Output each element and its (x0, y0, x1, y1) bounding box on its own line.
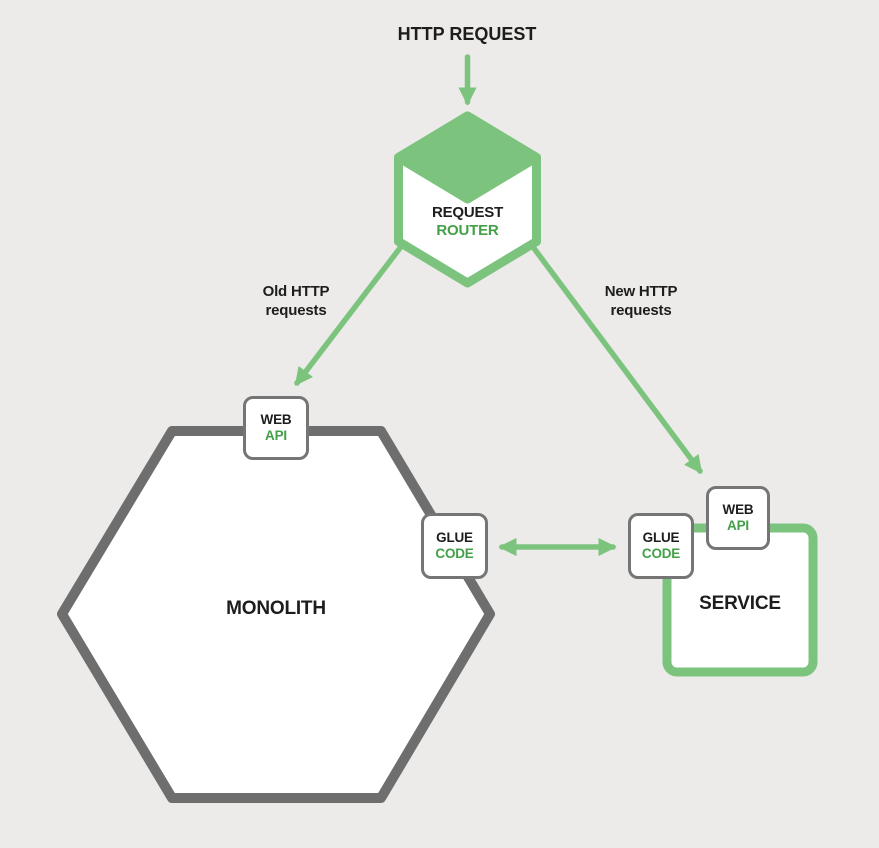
new-label-line2: requests (610, 302, 672, 319)
monolith-glue-line2: CODE (435, 546, 474, 561)
new-requests-arrow (530, 244, 703, 474)
service-web-api-line2: API (727, 518, 749, 533)
monolith-glue-line1: GLUE (436, 530, 473, 545)
old-label-line2: requests (265, 302, 327, 319)
service-web-api-line1: WEB (722, 502, 754, 517)
request-router-label: REQUEST ROUTER (402, 204, 533, 240)
old-label-line1: Old HTTP (262, 283, 330, 300)
router-label-line2: ROUTER (436, 222, 499, 239)
new-http-requests-label: New HTTP requests (571, 282, 711, 320)
http-request-title: HTTP REQUEST (397, 24, 537, 44)
monolith-web-api-line1: WEB (260, 412, 292, 427)
monolith-web-api-line2: API (265, 428, 287, 443)
monolith-label: MONOLITH (226, 598, 326, 619)
monolith-web-api-badge: WEB API (243, 396, 309, 460)
service-glue-code-badge: GLUE CODE (628, 513, 694, 579)
service-glue-line2: CODE (641, 546, 681, 561)
old-http-requests-label: Old HTTP requests (226, 282, 366, 320)
monolith-glue-code-badge: GLUE CODE (421, 513, 488, 579)
service-glue-line1: GLUE (642, 530, 680, 545)
old-requests-arrow (294, 245, 403, 386)
router-label-line1: REQUEST (431, 204, 504, 221)
request-router-top-face (394, 111, 541, 204)
service-label: SERVICE (699, 593, 781, 614)
monolith-hexagon (57, 426, 495, 803)
new-label-line1: New HTTP (604, 283, 678, 300)
service-web-api-badge: WEB API (706, 486, 770, 550)
